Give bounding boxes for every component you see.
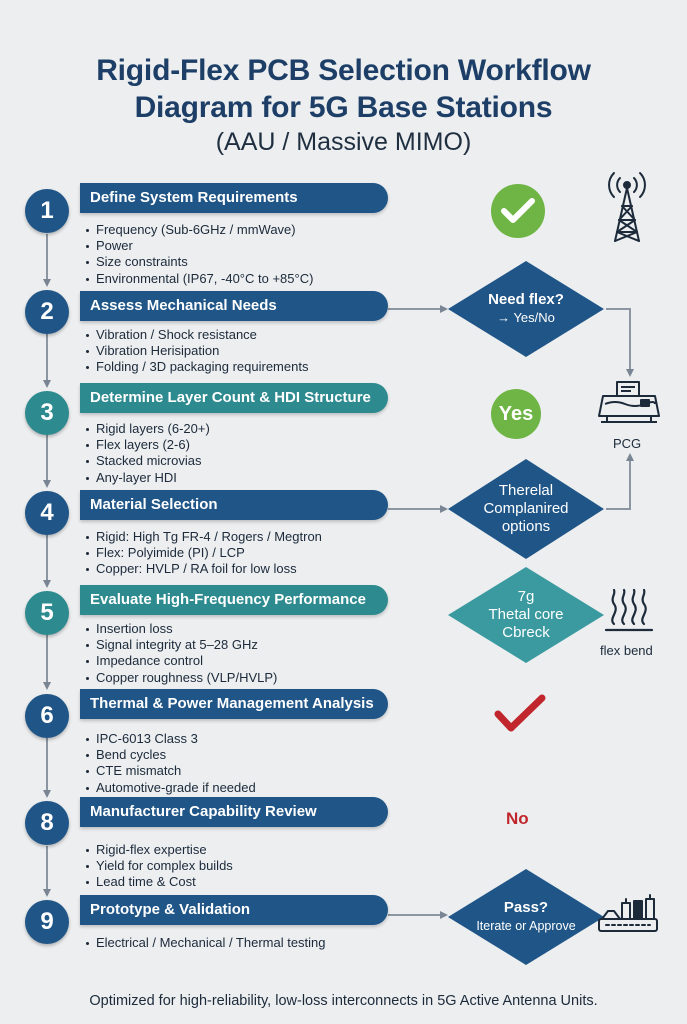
step-6-bullet: IPC-6013 Class 3 [86,731,256,747]
decision-need-flex-line1: Need flex? [488,291,564,308]
step-9-number: 9 [25,900,69,944]
step-3-bullet: Stacked microvias [86,453,210,469]
test-equipment-icon [598,894,658,932]
step-8-bullets: Rigid-flex expertise Yield for complex b… [86,842,233,891]
arrow-need-flex-to-pcg [606,308,634,377]
decision-pass: Pass? Iterate or Approve [446,867,606,967]
step-3-number: 3 [25,391,69,435]
yes-badge: Yes [491,389,541,439]
step-5-header: Evaluate High-Frequency Performance [80,585,388,615]
decision-need-flex-line2: → Yes/No [497,310,555,325]
step-4-bullet: Copper: HVLP / RA foil for low loss [86,561,322,577]
check-icon [491,184,545,238]
step-4-bullet: Flex: Polyimide (PI) / LCP [86,545,322,561]
decision-core-line1: 7g [517,588,535,605]
step-5-bullets: Insertion loss Signal integrity at 5–28 … [86,621,277,686]
step-4-header: Material Selection [80,490,388,520]
step-5-number: 5 [25,591,69,635]
step-8-header: Manufacturer Capability Review [80,797,388,827]
step-3-header: Determine Layer Count & HDI Structure [80,383,388,413]
decision-core-line3: Cbreck [502,624,550,641]
step-1-number: 1 [25,189,69,233]
step-6-bullets: IPC-6013 Class 3 Bend cycles CTE mismatc… [86,731,256,796]
step-3-bullet: Any-layer HDI [86,470,210,486]
decision-pass-line2: Iterate or Approve [476,919,576,933]
step-6-bullet: Bend cycles [86,747,256,763]
pcb-machine-icon [598,381,660,423]
step-9-bullets: Electrical / Mechanical / Thermal testin… [86,935,326,951]
step-2-bullet: Folding / 3D packaging requirements [86,359,308,375]
no-label: No [506,809,529,828]
subtitle: (AAU / Massive MIMO) [215,128,472,156]
step-2-number: 2 [25,290,69,334]
title-line-1: Rigid-Flex PCB Selection Workflow [96,54,591,87]
step-3-bullets: Rigid layers (6-20+) Flex layers (2-6) S… [86,421,210,486]
decision-core-line2: Thetal core [488,606,564,623]
step-6-bullet: CTE mismatch [86,763,256,779]
step-1-header: Define System Requirements [80,183,388,213]
decision-thermal-line3: options [501,518,551,535]
step-1-bullet: Size constraints [86,254,313,270]
step-1-bullet: Environmental (IP67, -40°C to +85°C) [86,271,313,287]
step-4-number: 4 [25,491,69,535]
flex-bend-label: flex bend [600,643,653,658]
step-3-bullet: Rigid layers (6-20+) [86,421,210,437]
step-2-header: Assess Mechanical Needs [80,291,388,321]
step-3-bullet: Flex layers (2-6) [86,437,210,453]
step-6-number: 6 [25,694,69,738]
step-5-bullet: Impedance control [86,653,277,669]
step-5-bullet: Copper roughness (VLP/HVLP) [86,670,277,686]
step-2-bullets: Vibration / Shock resistance Vibration H… [86,327,308,376]
decision-thermal-core-check: 7g Thetal core Cbreck [446,565,606,665]
step-8-number: 8 [25,801,69,845]
step-5-bullet: Insertion loss [86,621,277,637]
step-4-bullet: Rigid: High Tg FR-4 / Rogers / Megtron [86,529,322,545]
step-8-bullet: Rigid-flex expertise [86,842,233,858]
decision-thermal-options: Therelal Complanired options [446,457,606,561]
step-9-bullet: Electrical / Mechanical / Thermal testin… [86,935,326,951]
step-6-bullet: Automotive-grade if needed [86,780,256,796]
decision-pass-line1: Pass? [503,899,549,916]
decision-thermal-line2: Complanired [483,500,569,517]
step-4-bullets: Rigid: High Tg FR-4 / Rogers / Megtron F… [86,529,322,578]
step-6-header: Thermal & Power Management Analysis [80,689,388,719]
step-9-header: Prototype & Validation [80,895,388,925]
decision-thermal-line1: Therelal [498,482,554,499]
step-5-bullet: Signal integrity at 5–28 GHz [86,637,277,653]
footer-note: Optimized for high-reliability, low-loss… [89,993,598,1009]
step-2-bullet: Vibration / Shock resistance [86,327,308,343]
step-8-bullet: Yield for complex builds [86,858,233,874]
pcg-label: PCG [613,436,642,451]
antenna-tower-icon [608,172,646,242]
arrow-thermal-options-to-pcg [606,453,634,510]
step-1-bullet: Frequency (Sub-6GHz / mmWave) [86,222,313,238]
title-line-2: Diagram for 5G Base Stations [134,91,553,124]
step-2-bullet: Vibration Herisipation [86,343,308,359]
red-check-icon [494,694,546,732]
step-1-bullet: Power [86,238,313,254]
decision-need-flex: Need flex? → Yes/No [446,259,606,359]
heat-waves-icon [604,588,654,632]
step-8-bullet: Lead time & Cost [86,874,233,890]
step-1-bullets: Frequency (Sub-6GHz / mmWave) Power Size… [86,222,313,287]
